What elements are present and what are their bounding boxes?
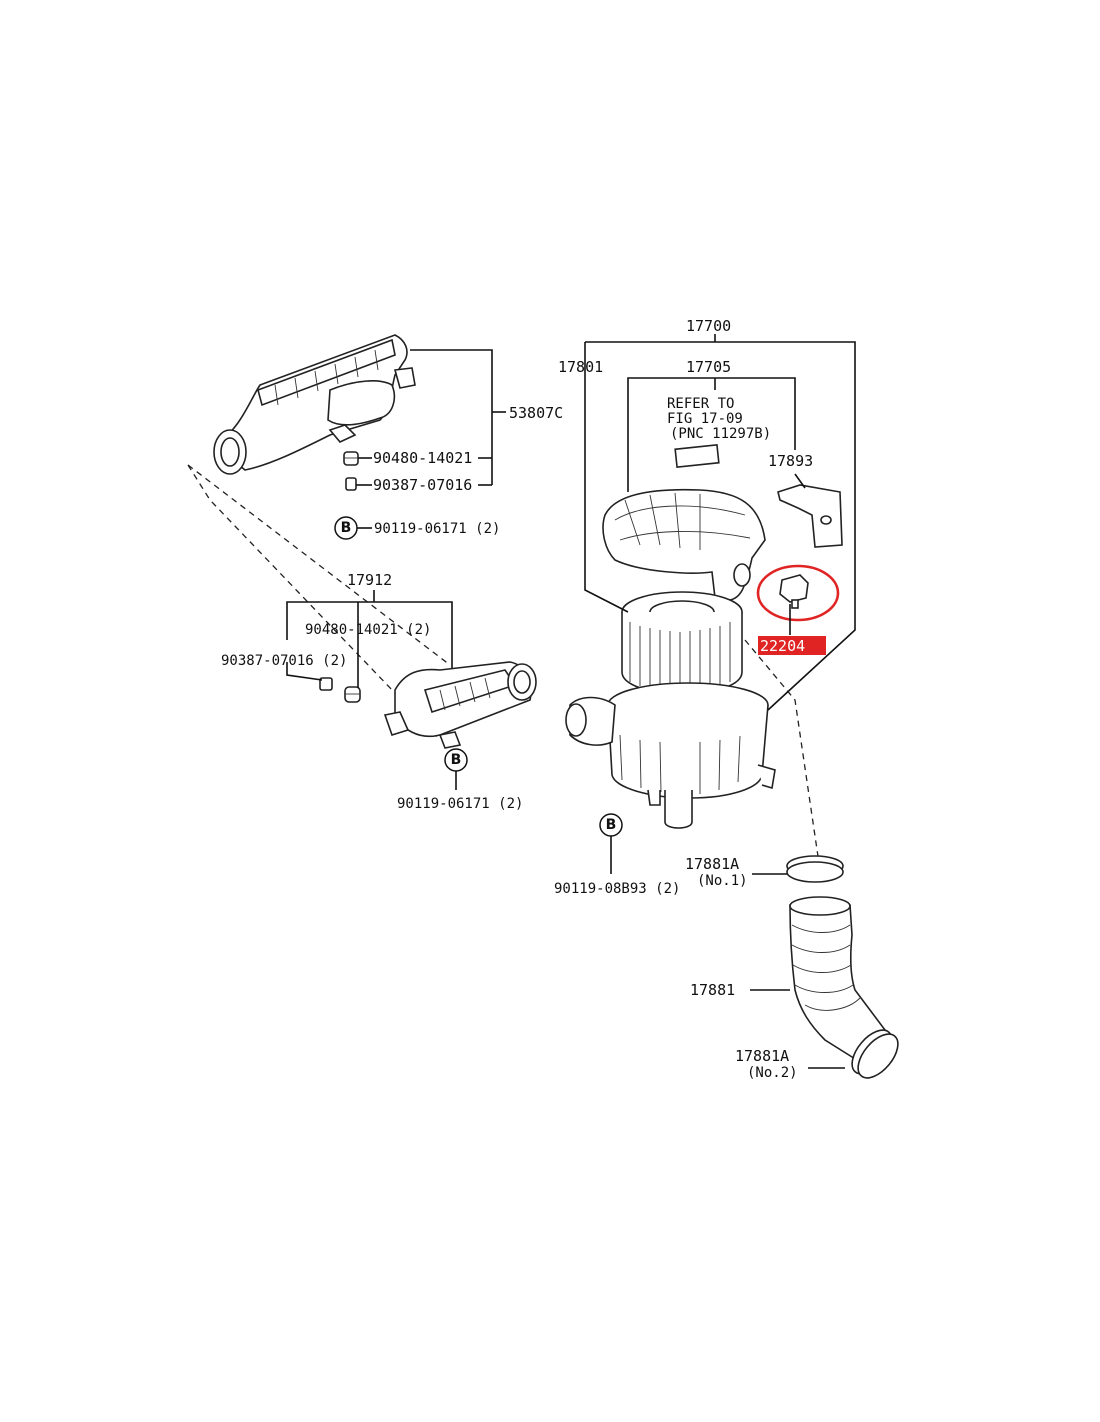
highlight-circle-22204 (756, 564, 840, 622)
grommet-90480-middle (344, 686, 361, 703)
grommet-90480-upper (343, 451, 359, 466)
sensor-22204 (779, 574, 809, 609)
collar-90387-upper (345, 477, 357, 491)
label-refer-line1: REFER TO (667, 396, 734, 412)
label-22204: 22204 (760, 637, 805, 655)
label-90387-07016: 90387-07016 (373, 476, 472, 494)
svg-text:B: B (451, 752, 462, 768)
label-90480-14021-2: 90480-14021 (2) (305, 622, 431, 638)
label-17700: 17700 (686, 317, 731, 335)
svg-text:B: B (606, 817, 617, 833)
air-filter-element (621, 591, 743, 695)
label-17912: 17912 (347, 571, 392, 589)
bolt-marker-middle: B (444, 748, 468, 772)
label-90387-07016-2: 90387-07016 (2) (221, 653, 347, 669)
label-17881a-no2-sub: (No.2) (747, 1065, 798, 1081)
intake-duct-middle (383, 661, 537, 749)
label-refer-line3: (PNC 11297B) (670, 426, 771, 442)
svg-text:B: B (341, 520, 352, 536)
label-17881a-no2: 17881A (735, 1047, 789, 1065)
label-17705: 17705 (686, 358, 731, 376)
label-90480-14021: 90480-14021 (373, 449, 472, 467)
label-90119-08b93: 90119-08B93 (2) (554, 881, 680, 897)
leaders-upper-left (356, 349, 506, 529)
dashed-guides (187, 464, 821, 871)
hose-clamp-no1 (786, 855, 844, 883)
bracket-17893 (777, 484, 843, 548)
label-22204-highlight: 22204 (758, 636, 826, 655)
label-17893: 17893 (768, 452, 813, 470)
label-17881a-no1-sub: (No.1) (697, 873, 748, 889)
label-90119-06171-upper: 90119-06171 (2) (374, 521, 500, 537)
hose-clamp-no2 (851, 1029, 899, 1079)
air-cleaner-case (565, 682, 776, 829)
label-17801: 17801 (558, 358, 603, 376)
bolt-marker-upper: B (334, 516, 358, 540)
gasket-17705 (674, 443, 720, 469)
collar-90387-middle (319, 677, 333, 691)
label-17881: 17881 (690, 981, 735, 999)
label-refer-line2: FIG 17-09 (667, 411, 743, 427)
air-cleaner-cap (602, 488, 766, 601)
leaders-middle-left (286, 590, 457, 790)
leaders-hose (750, 873, 845, 1069)
intake-duct-upper (213, 334, 416, 475)
label-53807c: 53807C (509, 404, 563, 422)
label-17881a-no1: 17881A (685, 855, 739, 873)
label-90119-06171-middle: 90119-06171 (2) (397, 796, 523, 812)
leaders-air-cleaner (584, 334, 856, 874)
bolt-marker-lower: B (599, 813, 623, 837)
